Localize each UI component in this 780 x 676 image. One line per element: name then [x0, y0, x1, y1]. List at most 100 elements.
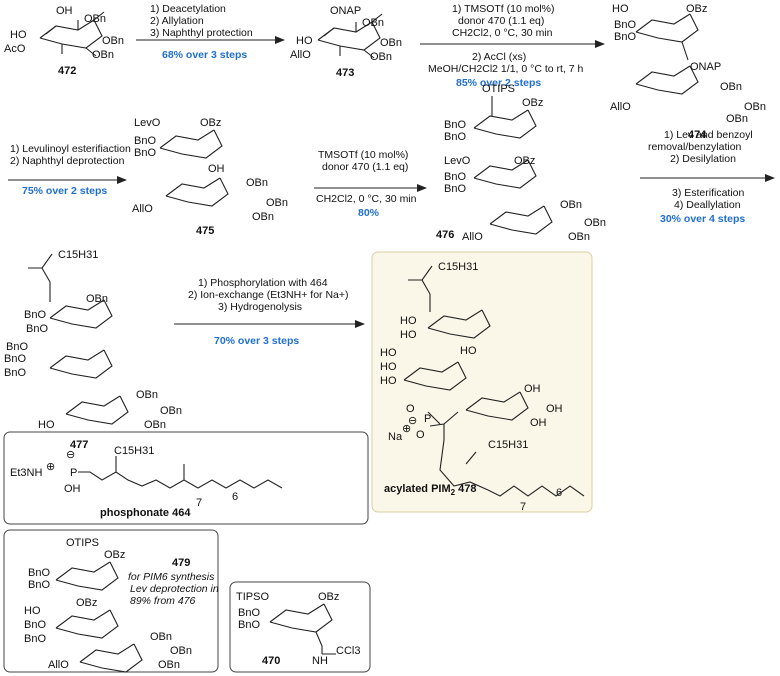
- ho-label: HO: [380, 375, 397, 387]
- sodium-label: Na: [388, 431, 403, 443]
- levo-label: LevO: [444, 155, 471, 167]
- step4-line1: TMSOTf (10 mol%): [318, 149, 408, 161]
- step2-line5: MeOH/CH2Cl2 1/1, 0 °C to rt, 7 h: [428, 63, 583, 75]
- step6-line3: 3) Hydrogenolysis: [218, 301, 302, 313]
- allo-label: AllO: [290, 49, 311, 61]
- step5-line4: 3) Esterification: [672, 187, 745, 199]
- ester-bond: [28, 253, 53, 302]
- ho-label: HO: [460, 345, 477, 357]
- bno-label: BnO: [444, 119, 466, 131]
- compound-474-number: 474: [688, 129, 707, 141]
- bno-label: BnO: [444, 131, 466, 143]
- obn-label: OBn: [136, 389, 158, 401]
- bno-label: BnO: [26, 323, 48, 335]
- step4-line2: donor 470 (1.1 eq): [322, 161, 408, 173]
- ho-label: HO: [38, 419, 55, 431]
- phosphonate-464-box: [3, 431, 369, 525]
- step5-yield: 30% over 4 steps: [660, 213, 745, 225]
- step5-line1: 1) Lev and benzoyl: [664, 129, 753, 141]
- bno-label: BnO: [444, 183, 466, 195]
- oxygen-label: O: [416, 429, 425, 441]
- obn-label: OBn: [380, 37, 402, 49]
- nh-label: NH: [312, 655, 328, 667]
- bno-label: BnO: [24, 633, 46, 645]
- obz-label: OBz: [514, 155, 535, 167]
- ho-label: HO: [380, 361, 397, 373]
- obn-label: OBn: [102, 35, 124, 47]
- bno-label: BnO: [238, 619, 260, 631]
- plus-charge: ⊕: [46, 461, 55, 473]
- step1-line3: 3) Naphthyl protection: [150, 27, 253, 39]
- levo-label: LevO: [134, 117, 161, 129]
- step3-yield: 75% over 2 steps: [22, 185, 107, 197]
- obn-label: OBn: [266, 197, 288, 209]
- plus-charge: ⊕: [402, 423, 411, 435]
- compound-474-lower-ring: [635, 65, 699, 95]
- compound-476-structure: [473, 96, 537, 139]
- allo-label: AllO: [462, 231, 483, 243]
- product-478-label: acylated PIM2 478: [384, 483, 477, 497]
- ho-label: HO: [380, 347, 397, 359]
- obn-label: OBn: [86, 293, 108, 305]
- step3-line2: 2) Naphthyl deprotection: [10, 155, 125, 167]
- ho-label: HO: [24, 605, 41, 617]
- obn-label: OBn: [170, 645, 192, 657]
- step6-yield: 70% over 3 steps: [214, 335, 299, 347]
- phosphonate-chain: [78, 456, 283, 489]
- compound-479-number: 479: [172, 557, 190, 569]
- obn-label: OBn: [160, 405, 182, 417]
- obn-label: OBn: [726, 113, 748, 125]
- step4-yield: 80%: [358, 207, 380, 219]
- onap-label: ONAP: [330, 5, 361, 17]
- obz-label: OBz: [76, 597, 97, 609]
- obn-label: OBn: [92, 49, 114, 61]
- c15h31-label: C15H31: [58, 249, 98, 261]
- obn-label: OBn: [246, 177, 268, 189]
- aco-label: AcO: [4, 43, 26, 55]
- ho-label: HO: [400, 315, 417, 327]
- compound-475-number: 475: [196, 225, 214, 237]
- bno-label: BnO: [134, 147, 156, 159]
- step2-yield: 85% over 2 steps: [456, 77, 541, 89]
- obn-label: OBn: [150, 631, 172, 643]
- obn-label: OBn: [144, 419, 166, 431]
- phosphate-linkage: [427, 411, 489, 491]
- step2-line1: 1) TMSOTf (10 mol%): [452, 3, 555, 15]
- ester-bond: [408, 265, 433, 312]
- compound-475-structure: [159, 129, 223, 159]
- c15h31-label: C15H31: [438, 261, 478, 273]
- oh-label: OH: [546, 403, 563, 415]
- compound-470-structure: [269, 603, 336, 655]
- obz-label: OBz: [200, 117, 221, 129]
- otips-label: OTIPS: [66, 537, 99, 549]
- ho-label: HO: [296, 35, 313, 47]
- obn-label: OBn: [744, 101, 766, 113]
- allo-label: AllO: [132, 203, 153, 215]
- lipid-chain: [465, 451, 585, 497]
- chain-subscript-7: 7: [196, 497, 202, 509]
- compound-476-lower-ring: [489, 205, 553, 235]
- compound-474-structure: [635, 13, 699, 61]
- step5-line2: removal/benzylation: [648, 141, 742, 153]
- step2-line2: donor 470 (1.1 eq): [458, 15, 544, 27]
- step2-line3: CH2Cl2, 0 °C, 30 min: [452, 27, 553, 39]
- ho-label: HO: [612, 3, 629, 15]
- compound-477-lower-ring: [65, 395, 129, 425]
- oh-label: OH: [530, 417, 547, 429]
- step4-line3: CH2Cl2, 0 °C, 30 min: [316, 193, 417, 205]
- bno-label: BnO: [4, 367, 26, 379]
- onap-label: ONAP: [690, 61, 721, 73]
- chain-subscript-7: 7: [520, 501, 526, 513]
- compound-473-structure: [317, 13, 383, 59]
- step5-line3: 2) Desilylation: [670, 153, 736, 165]
- oh-label: OH: [56, 5, 73, 17]
- obz-label: OBz: [686, 3, 707, 15]
- step1-yield: 68% over 3 steps: [162, 49, 247, 61]
- ho-label: HO: [400, 329, 417, 341]
- phosphorus-label: P: [70, 467, 77, 479]
- step3-line1: 1) Levulinoyl esterifiaction: [10, 143, 131, 155]
- compound-475-lower-ring: [165, 177, 229, 207]
- allo-label: AllO: [610, 101, 631, 113]
- step1-line1: 1) Deacetylation: [150, 3, 226, 15]
- compound-477-number: 477: [70, 439, 88, 451]
